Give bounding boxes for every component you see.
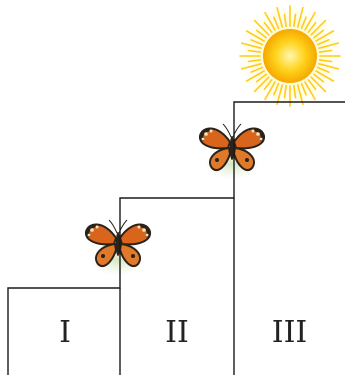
sun-icon — [238, 4, 342, 108]
butterfly-icon — [86, 220, 150, 276]
step-label-2: II — [120, 318, 234, 348]
step-label-1: I — [8, 318, 122, 348]
step-label-3: III — [234, 318, 345, 348]
butterfly-icon — [200, 124, 264, 180]
